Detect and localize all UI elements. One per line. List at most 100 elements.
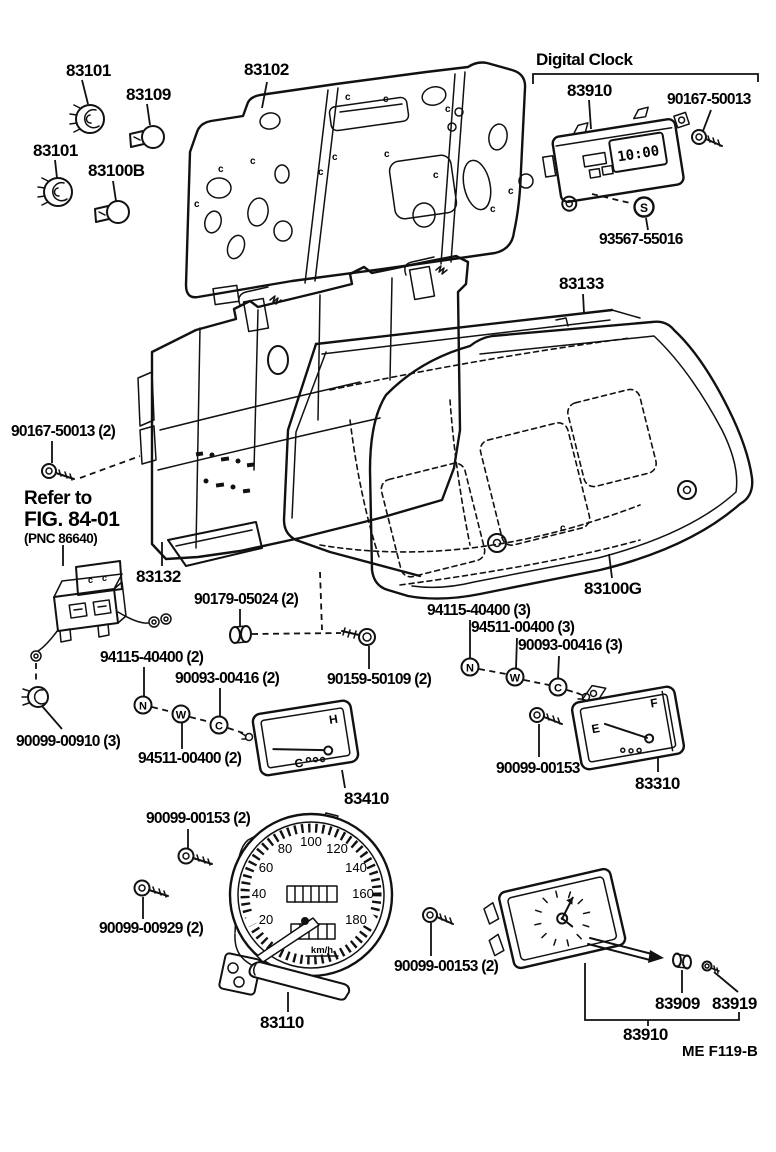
analog-clock-drawing (483, 867, 740, 1026)
part-label-socket-2: 83101 (33, 141, 78, 160)
part-label-circuit-plate: 83102 (244, 60, 289, 79)
gasket-hole-mark: c (383, 94, 389, 105)
speedo-number: 160 (352, 886, 374, 901)
part-label-speedometer: 83110 (260, 1013, 304, 1032)
digital-clock-bracket (532, 73, 759, 84)
gasket-hole-mark: c (445, 104, 451, 115)
part-label-meter-screw: 90159-50109 (2) (327, 671, 432, 688)
part-label-nut-right: 94115-40400 (3) (427, 602, 531, 619)
part-label-socket-1: 83101 (66, 61, 111, 80)
part-label-bulb-2: 83100B (88, 161, 145, 180)
speedo-number: 140 (345, 860, 367, 875)
part-label-nut-left: 94115-40400 (2) (100, 649, 204, 666)
temp-cold-label: C (293, 756, 304, 771)
fuel-empty-label: E (590, 721, 600, 736)
gasket-hole-mark: c (194, 199, 200, 210)
digital-clock-display: 10:00 (616, 143, 660, 165)
spring-washer-symbol: W (510, 673, 521, 685)
panel-hole-mark: c (560, 523, 566, 534)
gasket-hole-mark: c (345, 92, 351, 103)
figure-code: ME F119-B (682, 1043, 758, 1060)
part-label-digital-clock-ring: 93567-55016 (599, 231, 683, 248)
part-label-clock-knob: 83909 (655, 994, 700, 1013)
relay-hole-mark: c (102, 573, 107, 583)
circuit-plate-drawing: c c c c c c c c c c c c (184, 61, 534, 306)
lens-drawing (282, 293, 641, 578)
nut-symbol: N (466, 663, 474, 675)
left-fastener-chain-drawing: N W C (133, 667, 254, 749)
fuel-gauge-drawing: E F (570, 684, 686, 772)
grommet-drawing (229, 571, 342, 644)
part-label-temp-gauge: 83410 (344, 789, 389, 808)
digital-clock-title: Digital Clock (536, 50, 633, 69)
refer-pnc-text: (PNC 86640) (24, 531, 98, 546)
bulb-1-drawing (129, 103, 165, 149)
refer-to-text: Refer to (24, 488, 92, 509)
part-label-digital-clock-screw: 90167-50013 (667, 91, 751, 108)
part-label-speedo-screw-b: 90099-00929 (2) (99, 920, 204, 937)
speedo-number: 40 (252, 886, 266, 901)
gasket-hole-mark: c (433, 170, 439, 181)
speedo-number: 180 (345, 912, 367, 927)
temp-hot-label: H (328, 712, 339, 727)
nut-symbol: N (139, 701, 147, 713)
relay-hole-mark: c (88, 575, 93, 585)
temp-gauge-drawing: H C (251, 699, 360, 789)
clock-ring-drawing: S (633, 196, 655, 231)
part-label-front-panel: 83100G (584, 579, 642, 598)
front-panel-drawing: c (319, 320, 754, 600)
case-screw-drawing (41, 441, 141, 481)
part-label-fuel-gauge: 83310 (635, 774, 680, 793)
part-label-case-screw: 90167-50013 (2) (11, 423, 116, 440)
speedo-number: 60 (259, 860, 273, 875)
part-label-clock-screw-b: 90099-00153 (2) (394, 958, 499, 975)
washer-symbol: C (215, 721, 223, 733)
bulb-socket-1-drawing (69, 79, 105, 134)
speedo-number: 100 (300, 834, 322, 849)
refer-fig-text: FIG. 84-01 (24, 508, 120, 531)
part-label-plain-washer-left: 90093-00416 (2) (175, 670, 280, 687)
relay-box-drawing: c c (30, 545, 172, 683)
part-label-socket-wire: 90099-00910 (3) (16, 733, 121, 750)
part-label-speedo-screw-a: 90099-00153 (2) (146, 810, 251, 827)
fuel-screw-drawing (529, 707, 563, 757)
gasket-hole-mark: c (490, 204, 496, 215)
part-label-fuel-screw: 90099-00153 (496, 760, 580, 777)
speedometer-drawing: 20 40 60 80 100 120 140 160 180 km/h (218, 812, 394, 1012)
speedo-screw-a-drawing (177, 829, 213, 866)
part-label-digital-clock: 83910 (567, 81, 612, 100)
part-label-case: 83132 (136, 567, 181, 586)
part-label-spring-washer-left: 94511-00400 (2) (138, 750, 242, 767)
meter-screw-drawing (341, 627, 376, 669)
bulb-socket-2-drawing (37, 159, 73, 207)
speedo-number: 120 (326, 841, 348, 856)
spring-washer-symbol: W (176, 710, 187, 722)
speedo-number: 80 (278, 841, 292, 856)
speedo-number: 20 (259, 912, 273, 927)
washer-symbol: C (554, 683, 562, 695)
ring-symbol: S (640, 201, 648, 215)
part-label-grommet: 90179-05024 (2) (194, 591, 299, 608)
speedo-unit: km/h (311, 945, 333, 956)
gasket-hole-mark: c (218, 164, 224, 175)
gasket-hole-mark: c (250, 156, 256, 167)
part-label-clock-set-screw: 83919 (712, 994, 757, 1013)
wired-socket-drawing (21, 686, 63, 730)
part-label-plain-washer-right: 90093-00416 (3) (518, 637, 623, 654)
speedo-screw-b-drawing (133, 879, 169, 919)
gasket-hole-mark: c (508, 186, 514, 197)
bulb-2-drawing (94, 180, 130, 224)
part-label-clock-unit: 83910 (623, 1025, 668, 1044)
fuel-full-label: F (649, 696, 659, 711)
gasket-hole-mark: c (332, 152, 338, 163)
gasket-hole-mark: c (318, 167, 324, 178)
part-label-bulb-1: 83109 (126, 85, 171, 104)
cluster-case-drawing (137, 254, 470, 567)
part-label-lens: 83133 (559, 274, 604, 293)
digital-clock-screw-drawing (691, 109, 723, 147)
clock-screw-b-drawing (422, 907, 454, 956)
part-label-spring-washer-right: 94511-00400 (3) (471, 619, 575, 636)
digital-clock-drawing: 10:00 (541, 99, 691, 212)
